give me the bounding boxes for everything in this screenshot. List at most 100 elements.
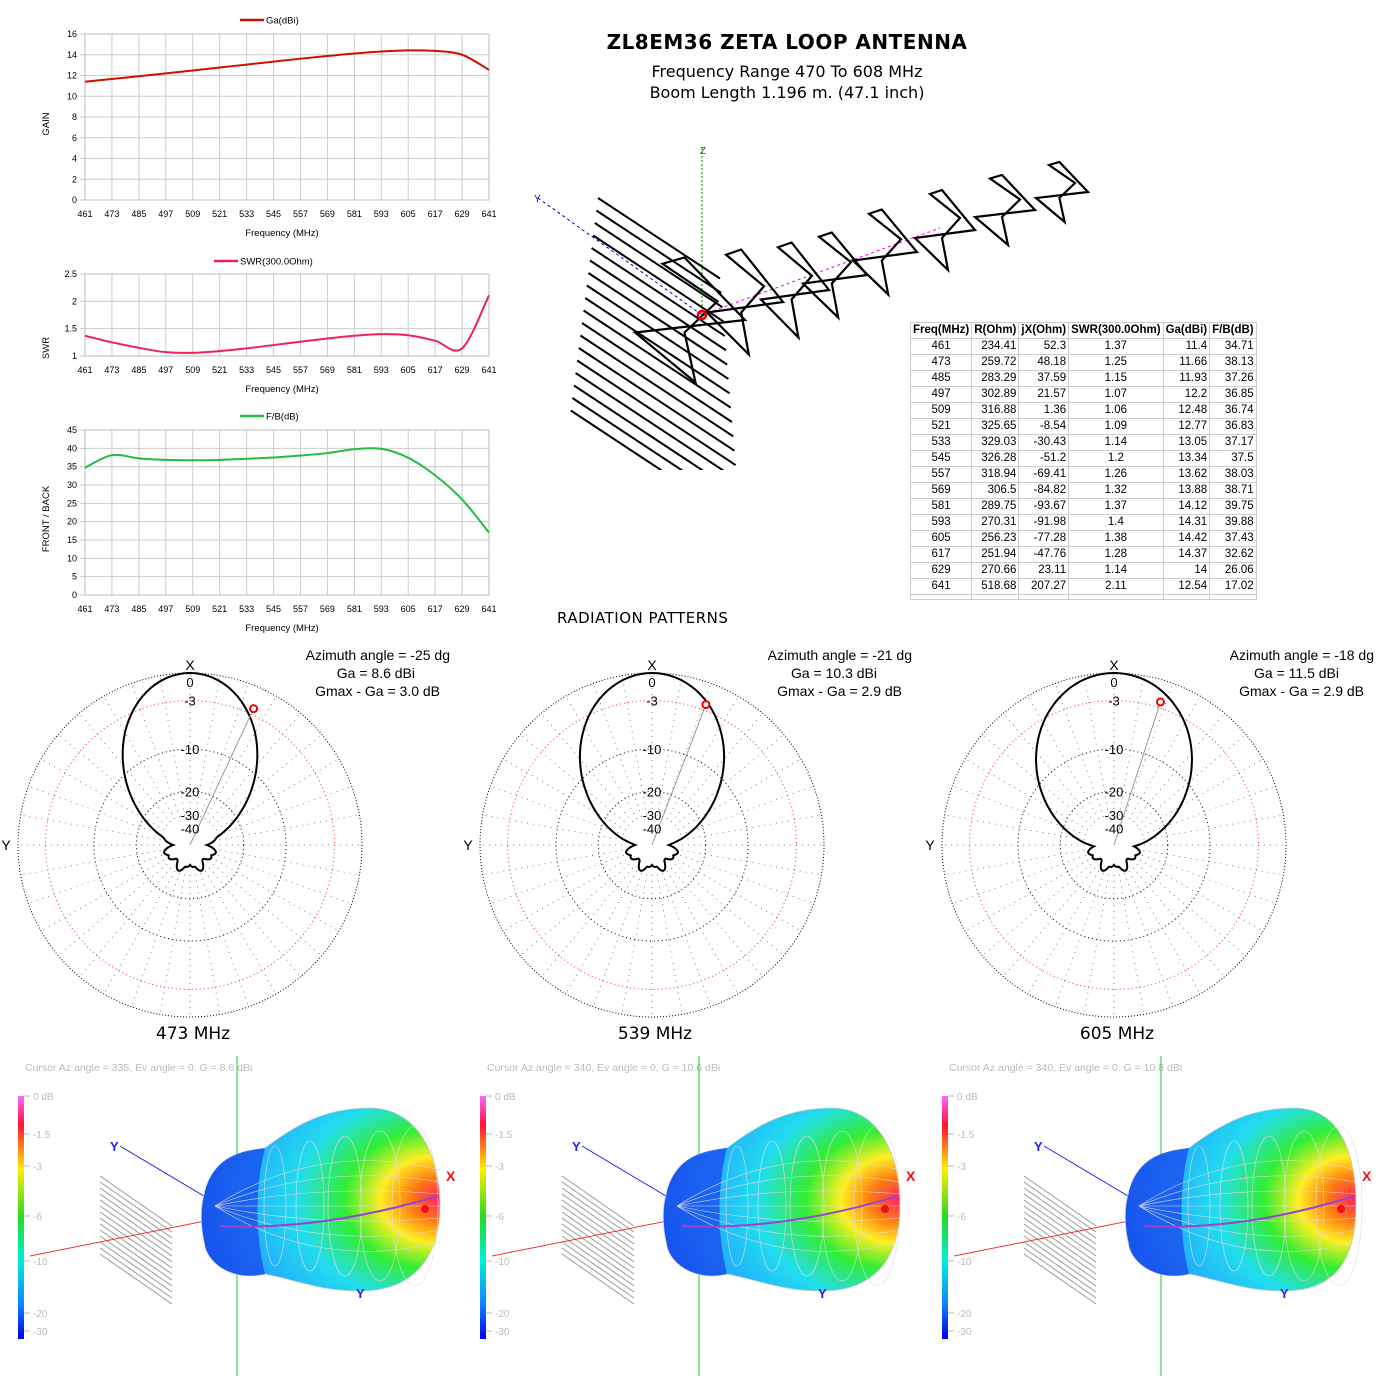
colorbar-label: -30 [495,1327,510,1338]
3d-pattern: Cursor Az angle = 335, Ev angle = 0. G =… [18,1056,456,1376]
x-tick-label: 533 [239,604,254,614]
table-cell: 52.3 [1018,338,1070,355]
polar-spoke [952,785,1086,836]
x-tick-label: 497 [158,604,173,614]
radiation-pattern [1034,671,1194,872]
cursor-marker [881,1205,889,1213]
table-cell: 36.85 [1209,386,1257,403]
polar-spoke [1132,712,1225,823]
y-tick-label: 1.5 [64,324,77,334]
ring-label: -40 [1105,821,1124,836]
colorbar-label: -20 [33,1309,48,1320]
x-tick-label: 605 [401,365,416,375]
antenna-wire [1023,1223,1097,1275]
antenna-wire [99,1223,173,1275]
y-tick-label: 0 [72,195,77,205]
x-axis-label: Frequency (MHz) [245,623,318,634]
x-tick-label: 497 [158,209,173,219]
cursor-marker [1337,1205,1345,1213]
polar-spoke [103,870,176,995]
antenna-wire [561,1253,635,1305]
cursor-line [1113,701,1161,846]
reflector-element [586,284,729,380]
table-cell: 497 [909,386,973,403]
table-cell: 617 [909,546,973,563]
x-tick-label: 473 [104,365,119,375]
table-cell: 473 [909,354,973,371]
colorbar-label: 0 dB [957,1092,978,1103]
table-cell: 13.34 [1162,450,1211,467]
table-cell: 17.02 [1209,578,1257,595]
reflector-element [576,359,737,466]
table-cell: 316.88 [971,402,1020,419]
y-tick-label: 20 [67,517,77,527]
antenna-wire [1023,1235,1097,1287]
antenna-wire [99,1241,173,1293]
polar-spoke [964,859,1089,932]
zeta-loop-element [972,173,1038,248]
table-cell [1068,594,1164,600]
polar-spoke [502,859,627,932]
antenna-wire [99,1199,173,1251]
x-tick-label: 557 [293,604,308,614]
table-cell: 37.59 [1018,370,1070,387]
polar-spoke [1123,683,1174,817]
polar-spoke [1123,873,1174,1007]
x-tick-label: 581 [347,209,362,219]
antenna-wire [1023,1211,1097,1263]
table-header: Freq(MHz)R(Ohm)jX(Ohm)SWR(300.0Ohm)Ga(dB… [909,322,1257,339]
polar-spoke [215,859,340,932]
table-cell: 569 [909,482,973,499]
antenna-wire [561,1175,635,1227]
table-cell [971,594,1020,600]
y-direction-label: Y [1,837,11,853]
table-cell: 1.14 [1068,562,1164,579]
table-cell: 14.12 [1162,498,1211,515]
info-gmax: Gmax - Ga = 2.9 dB [777,683,902,699]
x-tick-label: 509 [185,365,200,375]
subtitle-frequency: Frequency Range 470 To 608 MHz [651,62,923,81]
back-lobes [205,1148,265,1276]
colorbar-label: -1.5 [957,1130,975,1141]
polar-spoke [40,859,165,932]
polar-spoke [199,873,250,1007]
y-tick-label: 0 [72,590,77,600]
colorbar-label: -3 [957,1162,966,1173]
x-axis-label: Frequency (MHz) [245,384,318,395]
x-axis-label: X [446,1168,456,1184]
table-cell: 518.68 [971,578,1020,595]
table-cell: 39.88 [1209,514,1257,531]
x-tick-label: 641 [481,365,496,375]
table-cell: -91.98 [1018,514,1070,531]
y-tick-label: 40 [67,443,77,453]
antenna-wire [561,1193,635,1245]
x-tick-label: 521 [212,209,227,219]
reflector-element [581,322,733,423]
y-direction-label: Y [925,837,935,853]
x-tick-label: 593 [374,209,389,219]
legend-label: SWR(300.0Ohm) [240,257,313,268]
mesh-line [1138,1175,1357,1207]
reflector-element [571,397,684,470]
mesh-line [676,1205,901,1237]
x-tick-label: 569 [320,365,335,375]
zeta-loop-element [800,231,870,321]
table-cell: 521 [909,418,973,435]
polar-spoke [656,874,683,1015]
table-cell: 26.06 [1209,562,1257,579]
x-tick-label: 569 [320,604,335,614]
table-cell: 38.71 [1209,482,1257,499]
polar-spoke [490,854,624,905]
x-tick-label: 509 [185,209,200,219]
cursor-readout: Cursor Az angle = 340, Ev angle = 0. G =… [487,1062,720,1074]
x-tick-label: 461 [77,604,92,614]
table-cell [909,594,973,600]
table-cell: 12.48 [1162,402,1211,419]
